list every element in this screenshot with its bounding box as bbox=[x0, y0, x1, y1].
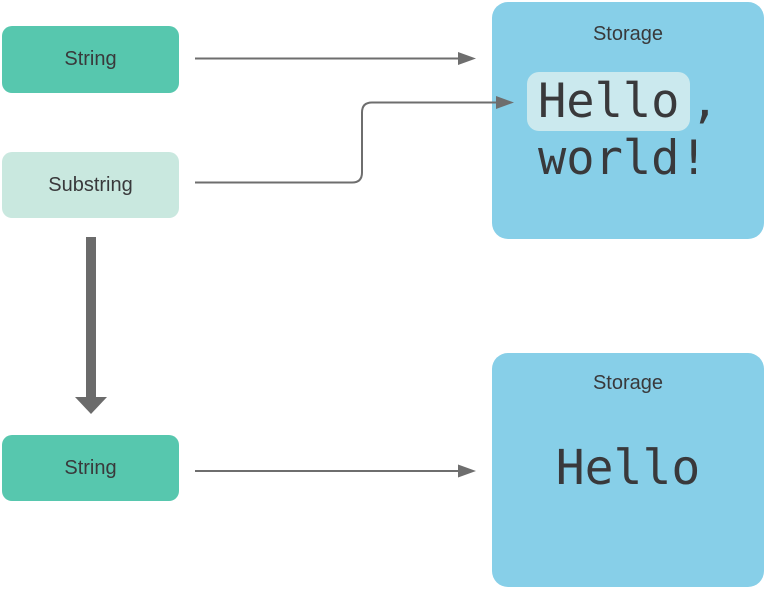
storage-top-line2: world! bbox=[538, 131, 708, 186]
arrowhead-icon bbox=[75, 397, 107, 414]
string-node-top-label: String bbox=[64, 48, 117, 70]
storage-top-content: Hello, world! bbox=[527, 72, 719, 187]
string-node-bottom-label: String bbox=[64, 456, 117, 479]
storage-box-bottom: Storage Hello bbox=[492, 353, 764, 587]
arrow-string-bottom-to-storage bbox=[195, 464, 476, 478]
string-node-top: String bbox=[2, 26, 179, 93]
substring-node-label: Substring bbox=[48, 173, 133, 196]
storage-substring-highlight: Hello bbox=[527, 72, 691, 131]
string-node-bottom: String bbox=[2, 435, 179, 501]
arrowhead-icon bbox=[458, 52, 476, 65]
arrow-substring-to-storage-elbow bbox=[195, 96, 514, 184]
storage-bottom-title: Storage bbox=[592, 372, 664, 394]
storage-box-top: Storage Hello, world! bbox=[492, 2, 764, 239]
arrowhead-icon bbox=[458, 464, 476, 478]
arrow-substring-to-string-thick bbox=[75, 237, 107, 414]
storage-bottom-content: Hello bbox=[555, 440, 701, 496]
storage-top-line1-rest: , bbox=[690, 74, 719, 129]
substring-node: Substring bbox=[2, 152, 179, 218]
arrow-string-top-to-storage bbox=[195, 52, 476, 65]
storage-top-title: Storage bbox=[592, 23, 664, 45]
storage-top-line1: Hello, bbox=[527, 72, 719, 131]
